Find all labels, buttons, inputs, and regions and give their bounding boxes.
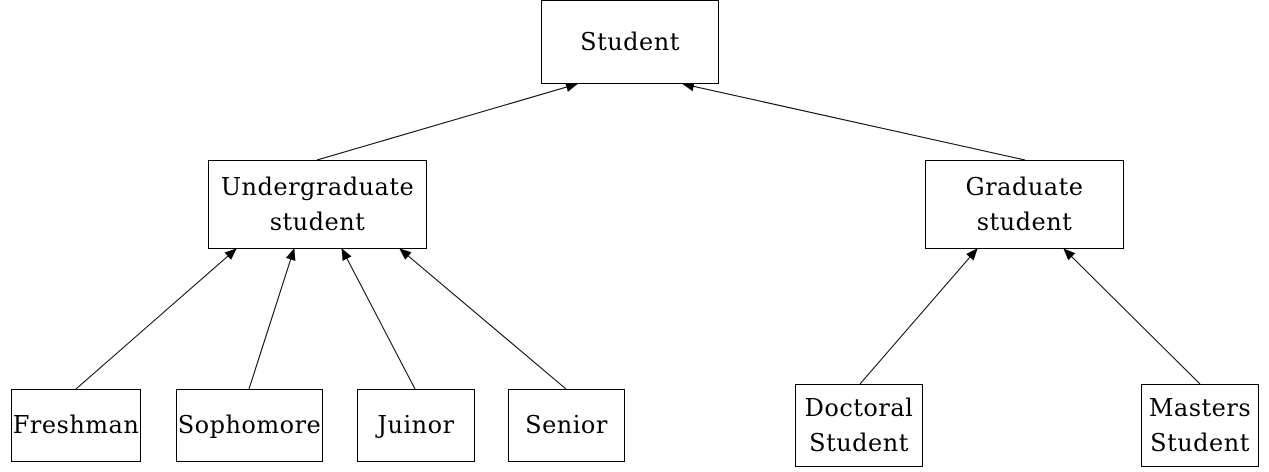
node-student: Student bbox=[541, 0, 719, 84]
node-graduate-student: Graduate student bbox=[925, 160, 1124, 249]
node-label: Student bbox=[580, 27, 680, 56]
node-label-line-2: Student bbox=[809, 428, 909, 457]
node-label: Senior bbox=[525, 411, 608, 439]
edge-freshman-to-undergraduate bbox=[75, 248, 237, 390]
node-label-line-2: student bbox=[976, 207, 1073, 236]
node-label-line-2: Student bbox=[1150, 428, 1250, 457]
node-senior: Senior bbox=[508, 389, 625, 462]
node-juinor: Juinor bbox=[357, 389, 475, 462]
edge-graduate-to-student bbox=[682, 81, 1026, 161]
node-masters-student: Masters Student bbox=[1141, 384, 1259, 467]
node-label: Sophomore bbox=[177, 411, 322, 439]
node-label-line-1: Doctoral bbox=[804, 393, 914, 422]
node-label-line-2: student bbox=[269, 207, 366, 236]
edge-senior-to-undergraduate bbox=[399, 248, 567, 390]
edge-sophomore-to-undergraduate bbox=[248, 248, 296, 390]
node-freshman: Freshman bbox=[11, 389, 141, 462]
edge-masters-to-graduate bbox=[1063, 248, 1201, 385]
node-doctoral-student: Doctoral Student bbox=[795, 384, 923, 467]
node-undergraduate-student: Undergraduate student bbox=[208, 160, 427, 249]
edge-undergraduate-to-student bbox=[316, 82, 578, 161]
edge-doctoral-to-graduate bbox=[859, 248, 978, 385]
node-label-line-1: Graduate bbox=[965, 172, 1084, 201]
node-label: Juinor bbox=[377, 411, 455, 439]
node-sophomore: Sophomore bbox=[176, 389, 323, 462]
edge-juinor-to-undergraduate bbox=[341, 248, 416, 390]
node-label-line-1: Undergraduate bbox=[220, 172, 415, 201]
node-label: Freshman bbox=[12, 411, 140, 439]
node-label-line-1: Masters bbox=[1148, 393, 1252, 422]
